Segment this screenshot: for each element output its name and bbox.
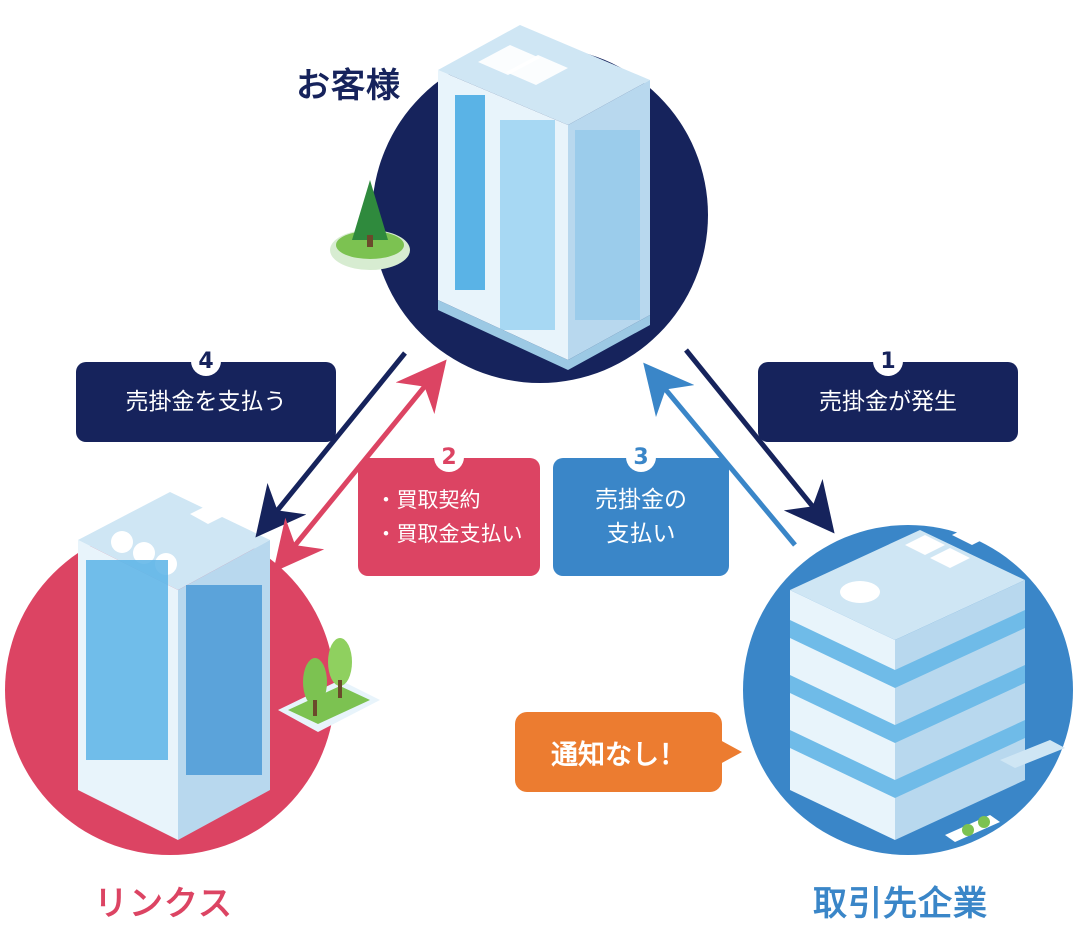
step1-box: 1 売掛金が発生 [758,346,1018,442]
step4-number: 4 [191,346,221,376]
customer-building [438,25,650,370]
step4-box: 4 売掛金を支払う [76,346,336,442]
step3-line1: 売掛金の [595,487,687,513]
partner-building [790,525,1065,842]
customer-label: お客様 [296,66,401,106]
step3-box: 3 売掛金の 支払い [553,442,729,576]
arrow-step1 [684,348,835,534]
links-building [78,492,270,840]
no-notification-callout: 通知なし！ [515,712,722,792]
step4-text: 売掛金を支払う [125,389,287,415]
step2-number: 2 [434,442,464,472]
step3-line2: 支払い [606,521,676,547]
step2-line2: ・買取金支払い [375,522,523,546]
step3-number: 3 [626,442,656,472]
customer-tree [330,180,410,270]
links-trees [278,638,380,732]
step2-line1: ・買取契約 [375,488,481,512]
step2-box: 2 ・買取契約 ・買取金支払い [358,442,540,576]
callout-tail [720,740,742,764]
step1-number: 1 [873,346,903,376]
step1-text: 売掛金が発生 [819,389,957,415]
partner-label: 取引先企業 [813,884,988,924]
links-label: リンクス [94,884,233,924]
